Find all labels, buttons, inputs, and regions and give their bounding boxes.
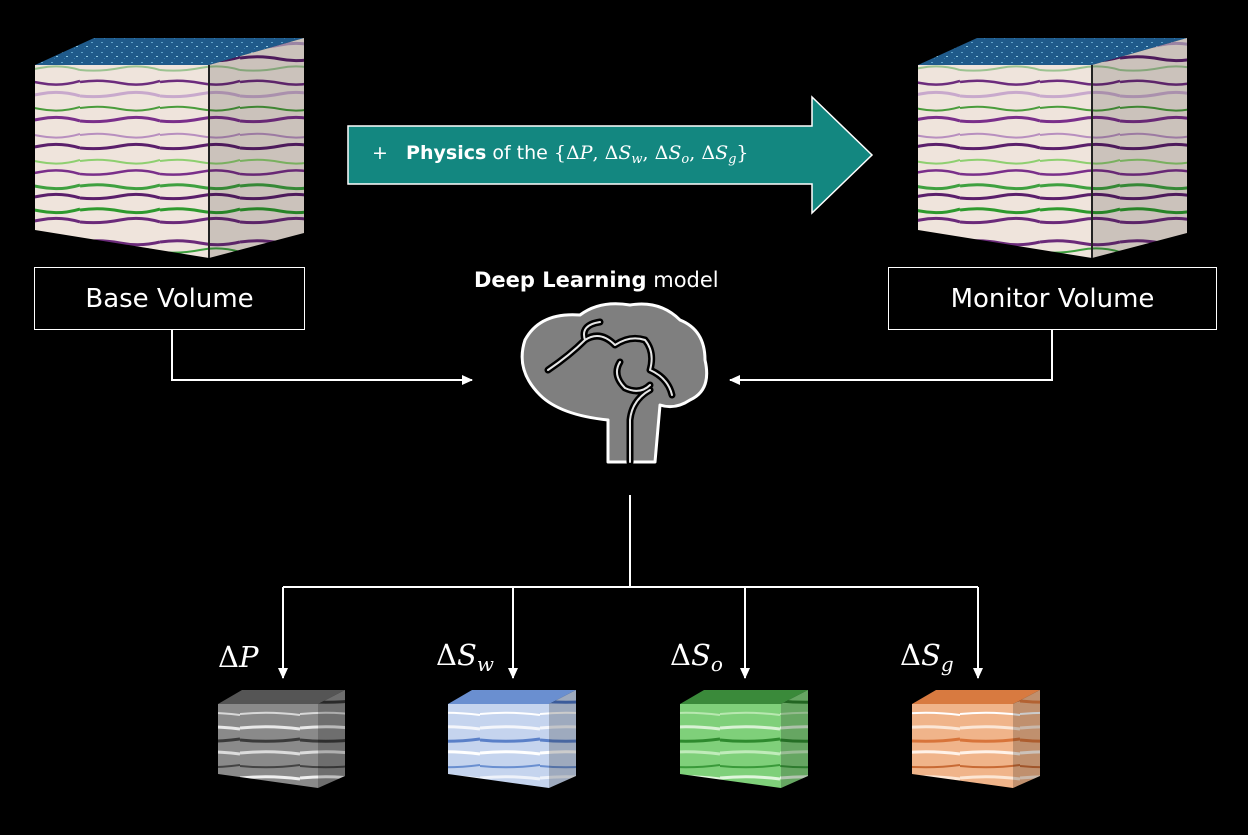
output-label-gas-saturation: ΔSg — [900, 638, 954, 676]
output-distribution-lines — [278, 495, 983, 679]
model-title-bold: Deep Learning — [474, 268, 647, 292]
right-arrow-icon — [347, 95, 874, 215]
output-cube-pressure — [218, 690, 345, 788]
output-cube-water-saturation — [448, 690, 576, 788]
output-cube-gas-saturation — [912, 690, 1040, 788]
base-volume-label: Base Volume — [34, 267, 305, 330]
plus-sign: + — [372, 142, 388, 164]
output-label-water-saturation: ΔSw — [436, 638, 494, 676]
monitor-volume-text: Monitor Volume — [950, 283, 1155, 314]
output-label-pressure: ΔP — [218, 640, 259, 674]
monitor-to-model-connector — [729, 330, 1053, 385]
base-to-model-connector — [171, 330, 473, 385]
output-label-oil-saturation: ΔSo — [670, 638, 723, 676]
model-title: Deep Learning model — [474, 268, 719, 292]
base-volume-text: Base Volume — [85, 283, 254, 314]
output-cube-oil-saturation — [680, 690, 808, 788]
model-title-rest: model — [653, 268, 719, 292]
monitor-volume-label: Monitor Volume — [888, 267, 1217, 330]
of-the-text: of the — [492, 142, 548, 164]
physics-arrow-label: + Physics of the {ΔP, ΔSw, ΔSo, ΔSg} — [372, 142, 749, 167]
variable-set: {ΔP, ΔSw, ΔSo, ΔSg} — [553, 142, 749, 167]
physics-word: Physics — [406, 142, 487, 164]
brain-icon — [520, 302, 709, 466]
monitor-volume-cube — [918, 38, 1187, 258]
base-volume-cube — [35, 38, 304, 258]
